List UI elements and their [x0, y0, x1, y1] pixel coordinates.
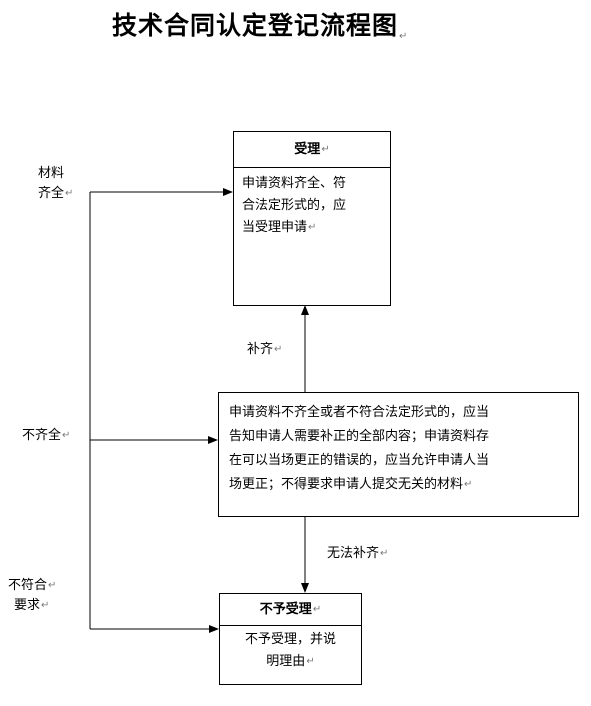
- middle-box-line: 告知申请人需要补正的全部内容；申请资料存: [229, 429, 490, 444]
- paragraph-mark-icon: ↵: [48, 580, 57, 591]
- reject-box-header: 不予受理↵: [220, 594, 361, 626]
- label-complete-line: 材料: [38, 166, 65, 181]
- paragraph-mark-icon: ↵: [312, 604, 322, 615]
- label-supplement-text: 补齐: [247, 342, 274, 357]
- label-complete-line: 齐全↵: [38, 184, 73, 204]
- label-supplement: 补齐↵: [247, 340, 282, 360]
- reject-box-line-text: 明理由: [266, 654, 306, 669]
- accept-box-line: 当受理申请↵: [242, 217, 382, 239]
- accept-box: 受理↵ 申请资料齐全、符 合法定形式的，应 当受理申请↵: [233, 131, 391, 306]
- paragraph-mark-icon: ↵: [306, 656, 315, 667]
- accept-box-line: 申请资料齐全、符: [242, 176, 347, 191]
- paragraph-mark-icon: ↵: [308, 222, 317, 233]
- paragraph-mark-icon: ↵: [41, 600, 50, 611]
- middle-box-line: 场更正；不得要求申请人提交无关的材料↵: [229, 473, 568, 497]
- label-cannot-supplement: 无法补齐↵: [327, 544, 388, 564]
- paragraph-mark-icon: ↵: [464, 479, 473, 490]
- accept-box-body: 申请资料齐全、符 合法定形式的，应 当受理申请↵: [234, 168, 390, 244]
- paragraph-mark-icon: ↵: [321, 144, 330, 155]
- paragraph-mark-icon: ↵: [274, 344, 283, 355]
- paragraph-mark-icon: ↵: [62, 430, 71, 441]
- reject-box: 不予受理↵ 不予受理，并说 明理由↵: [219, 593, 362, 685]
- label-complete-text: 齐全: [38, 186, 65, 201]
- middle-box-line: 在可以当场更正的错误的，应当允许申请人当: [229, 453, 490, 468]
- middle-box-body: 申请资料不齐全或者不符合法定形式的，应当 告知申请人需要补正的全部内容；申请资料…: [219, 393, 578, 505]
- reject-box-header-text: 不予受理: [259, 602, 312, 617]
- accept-box-header-text: 受理: [294, 142, 321, 157]
- page-title-text: 技术合同认定登记流程图: [112, 11, 399, 40]
- middle-box-line: 申请资料不齐全或者不符合法定形式的，应当: [229, 405, 490, 420]
- label-cannot-supplement-text: 无法补齐: [327, 546, 380, 561]
- label-noncompliant-text: 要求: [14, 598, 41, 613]
- accept-box-line: 合法定形式的，应: [242, 198, 347, 213]
- reject-box-body: 不予受理，并说 明理由↵: [220, 626, 361, 676]
- label-noncompliant: 不符合↵ 要求↵: [8, 576, 56, 616]
- label-noncompliant-line: 不符合↵: [8, 576, 56, 596]
- middle-box-line-text: 场更正；不得要求申请人提交无关的材料: [229, 477, 464, 492]
- accept-box-line-text: 当受理申请: [242, 220, 308, 235]
- label-noncompliant-text: 不符合: [8, 578, 48, 593]
- middle-box: 申请资料不齐全或者不符合法定形式的，应当 告知申请人需要补正的全部内容；申请资料…: [218, 392, 579, 517]
- label-complete: 材料 齐全↵: [38, 164, 73, 204]
- paragraph-mark-icon: ↵: [65, 188, 74, 199]
- label-incomplete-text: 不齐全: [22, 428, 62, 443]
- reject-box-line: 明理由↵: [226, 651, 355, 673]
- paragraph-mark-icon: ↵: [399, 31, 409, 42]
- label-noncompliant-line: 要求↵: [8, 596, 56, 616]
- label-incomplete: 不齐全↵: [22, 426, 70, 446]
- accept-box-header: 受理↵: [234, 132, 390, 168]
- paragraph-mark-icon: ↵: [380, 548, 389, 559]
- reject-box-line: 不予受理，并说: [244, 632, 336, 647]
- page-title: 技术合同认定登记流程图↵: [112, 6, 408, 42]
